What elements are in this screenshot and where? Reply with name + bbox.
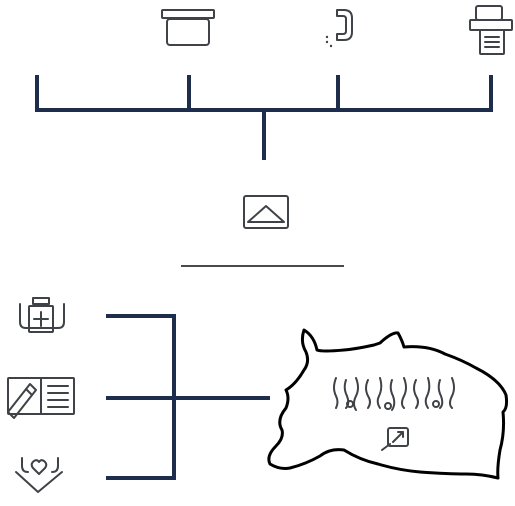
phone-handset-icon xyxy=(325,9,353,48)
heart-hand-icon xyxy=(15,457,63,493)
bottom-tree-connectors xyxy=(106,314,270,480)
medical-kit-icon xyxy=(19,297,65,333)
blob-texture xyxy=(333,377,455,411)
top-tree-connectors xyxy=(35,75,493,160)
up-arrow-box-icon xyxy=(243,195,289,229)
small-arrow-frame-icon xyxy=(381,427,409,451)
hand-drawn-map-blob xyxy=(267,328,509,480)
tray-icon xyxy=(161,9,215,46)
pencil-notebook-icon xyxy=(7,377,75,419)
printer-document-icon xyxy=(469,5,513,55)
